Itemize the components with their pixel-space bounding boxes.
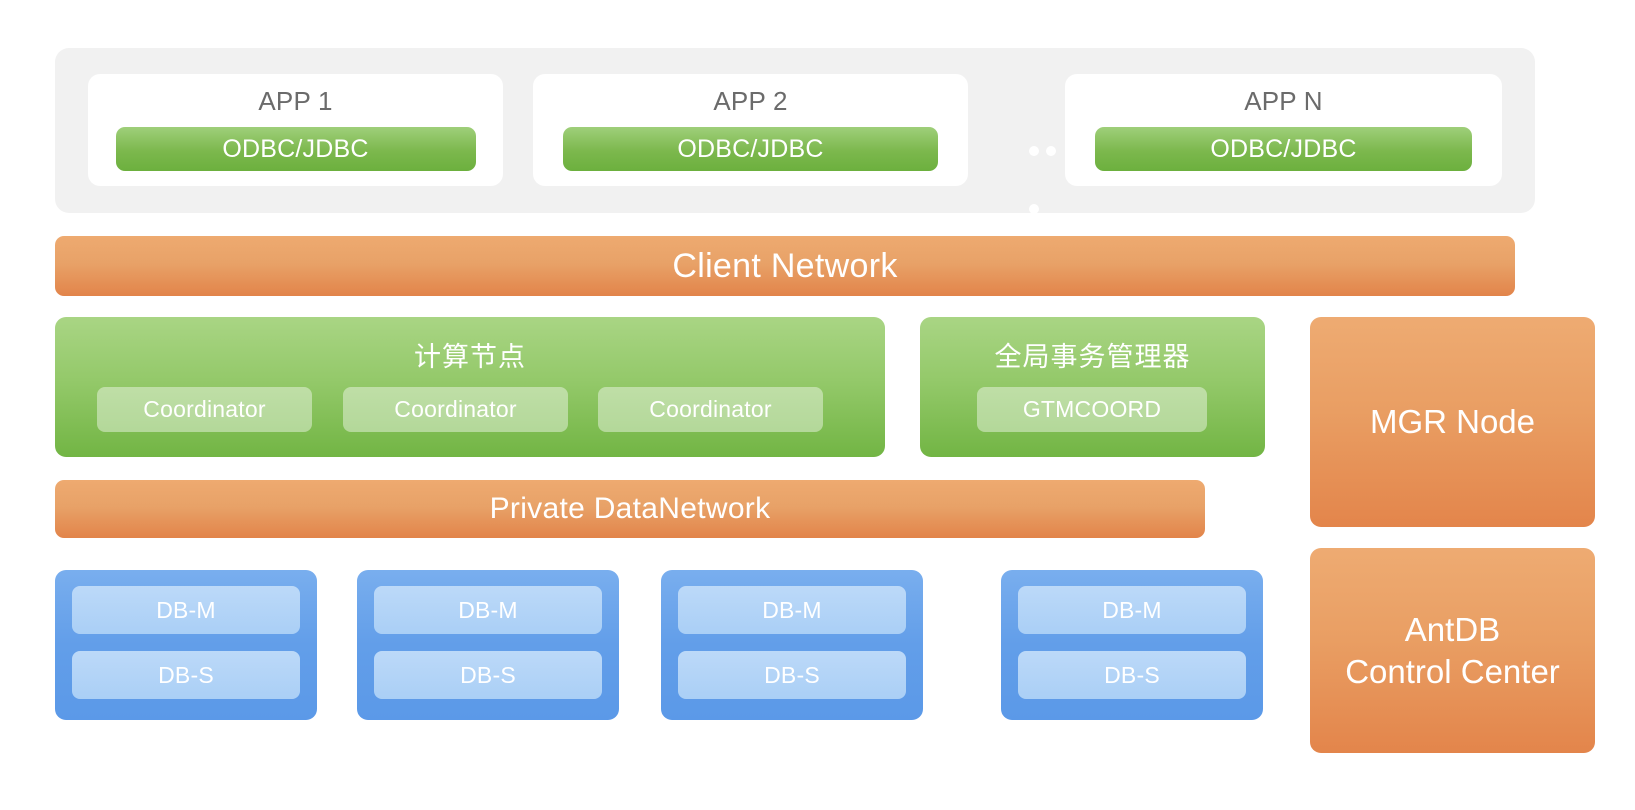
db-slave-node[interactable]: DB-S: [72, 651, 300, 699]
antdb-cc-line-2: Control Center: [1345, 652, 1560, 690]
db-group-3: DB-M DB-S: [661, 570, 923, 720]
gtm-node-panel: 全局事务管理器 GTMCOORD: [920, 317, 1265, 457]
compute-node-panel: 计算节点 Coordinator Coordinator Coordinator: [55, 317, 885, 457]
db-master-node[interactable]: DB-M: [72, 586, 300, 634]
coordinator-node-2[interactable]: Coordinator: [343, 387, 568, 432]
odbc-jdbc-connector-2[interactable]: ODBC/JDBC: [563, 127, 938, 171]
ellipsis-dot-1: [1029, 146, 1039, 156]
coordinator-node-3[interactable]: Coordinator: [598, 387, 823, 432]
db-group-1: DB-M DB-S: [55, 570, 317, 720]
ellipsis-dot-2: [1046, 146, 1056, 156]
ellipsis-dot-3: [1029, 204, 1039, 214]
app-card-2[interactable]: APP 2 ODBC/JDBC: [533, 74, 968, 186]
app-card-1[interactable]: APP 1 ODBC/JDBC: [88, 74, 503, 186]
gtm-node-title: 全局事务管理器: [994, 342, 1191, 373]
db-group-2: DB-M DB-S: [357, 570, 619, 720]
app-card-n[interactable]: APP N ODBC/JDBC: [1065, 74, 1502, 186]
private-data-network-bar: Private DataNetwork: [55, 480, 1205, 538]
odbc-jdbc-connector-n[interactable]: ODBC/JDBC: [1095, 127, 1472, 171]
coordinator-node-1[interactable]: Coordinator: [97, 387, 312, 432]
db-slave-node[interactable]: DB-S: [678, 651, 906, 699]
antdb-control-center-label: AntDB Control Center: [1345, 609, 1560, 692]
odbc-jdbc-connector-1[interactable]: ODBC/JDBC: [115, 127, 476, 171]
db-master-node[interactable]: DB-M: [1018, 586, 1246, 634]
db-master-node[interactable]: DB-M: [374, 586, 602, 634]
compute-node-title: 计算节点: [414, 342, 526, 373]
gtmcoord-node[interactable]: GTMCOORD: [977, 387, 1207, 432]
app-title: APP N: [1244, 86, 1323, 116]
antdb-cc-line-1: AntDB: [1404, 611, 1501, 649]
db-slave-node[interactable]: DB-S: [374, 651, 602, 699]
app-title: APP 1: [258, 86, 333, 116]
db-master-node[interactable]: DB-M: [678, 586, 906, 634]
antdb-control-center-panel[interactable]: AntDB Control Center: [1310, 548, 1595, 753]
client-network-bar: Client Network: [55, 236, 1515, 296]
mgr-node-panel[interactable]: MGR Node: [1310, 317, 1595, 527]
app-title: APP 2: [713, 86, 788, 116]
db-group-4: DB-M DB-S: [1001, 570, 1263, 720]
db-slave-node[interactable]: DB-S: [1018, 651, 1246, 699]
application-layer-panel: APP 1 ODBC/JDBC APP 2 ODBC/JDBC APP N OD…: [55, 48, 1535, 213]
